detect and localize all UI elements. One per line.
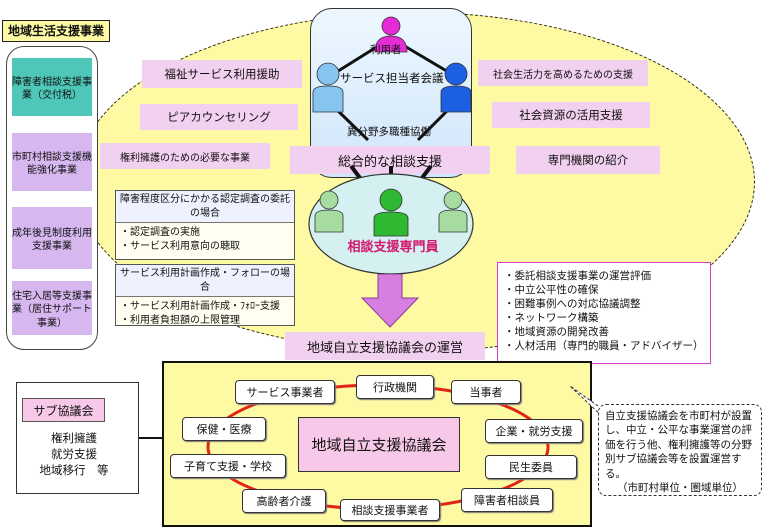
evaluation-item: 委託相談支援事業の運営評価 bbox=[504, 269, 704, 283]
side-item-consultation: 障害者相談支援事業（交付税） bbox=[12, 58, 92, 116]
council-callout: 自立支援協議会を市町村が設置し、中立・公平な事業運営の評価を行う他、権利擁護等の… bbox=[598, 404, 762, 496]
planning-note-header: サービス利用計画作成・フォローの場合 bbox=[116, 265, 294, 297]
side-item-housing: 住宅入居等支援事業（居住サポート事業） bbox=[12, 281, 92, 335]
down-arrow-icon bbox=[360, 274, 420, 328]
side-item-guardianship: 成年後見制度利用支援事業 bbox=[12, 207, 92, 269]
staff-person-icon-left bbox=[312, 62, 344, 113]
planning-note-item: ・サービス利用計画作成・ﾌｫﾛｰ支援 bbox=[120, 301, 280, 312]
node-elderly-care: 高齢者介護 bbox=[242, 489, 326, 513]
sub-council-connector bbox=[139, 437, 163, 439]
node-employment-support: 企業・就労支援 bbox=[485, 419, 583, 443]
specialist-diagram bbox=[308, 164, 474, 275]
user-person-icon bbox=[374, 16, 408, 53]
callout-text: 自立支援協議会を市町村が設置し、中立・公平な事業運営の評価を行う他、権利擁護等の… bbox=[605, 410, 752, 480]
specialist-person-icon-right bbox=[438, 190, 468, 233]
cooperation-label: 異分野多職種協働 bbox=[347, 126, 431, 138]
callout-pointer bbox=[569, 385, 605, 419]
specialist-person-icon-center bbox=[373, 188, 409, 237]
pill-peer-counseling: ピアカウンセリング bbox=[140, 104, 298, 130]
node-consultation-providers: 相談支援事業者 bbox=[340, 499, 440, 521]
evaluation-list: 委託相談支援事業の運営評価 中立公平性の確保 困難事例への対応協議調整 ネットワ… bbox=[497, 262, 711, 364]
sub-council-item: 権利擁護 bbox=[51, 431, 97, 445]
meeting-diagram bbox=[312, 16, 472, 142]
node-welfare-commissioner: 民生委員 bbox=[485, 455, 577, 479]
evaluation-item: 地域資源の開発改善 bbox=[504, 325, 704, 339]
pill-welfare-service: 福祉サービス利用援助 bbox=[142, 60, 302, 88]
planning-note: サービス利用計画作成・フォローの場合 ・サービス利用計画作成・ﾌｫﾛｰ支援 ・利… bbox=[115, 264, 295, 326]
sub-council-item: 地域移行 等 bbox=[39, 463, 109, 478]
user-label: 利用者 bbox=[370, 44, 402, 56]
sub-council-title: サブ協議会 bbox=[22, 398, 105, 422]
callout-foot: （市町村単位・圏域単位） bbox=[617, 482, 743, 495]
node-disability-counselor: 障害者相談員 bbox=[461, 488, 553, 512]
planning-note-item: ・利用者負担額の上限管理 bbox=[120, 314, 240, 326]
council-center: 地域自立支援協議会 bbox=[298, 417, 460, 472]
pill-social-resources: 社会資源の活用支援 bbox=[492, 102, 650, 128]
sub-council-items: 権利擁護 就労支援 地域移行 等 bbox=[24, 430, 124, 478]
meeting-label: サービス担当者会議 bbox=[340, 71, 444, 85]
council-operation-label: 地域自立支援協議会の運営 bbox=[285, 332, 485, 360]
specialist-person-icon-left bbox=[314, 190, 344, 233]
certification-note: 障害程度区分にかかる認定調査の委託の場合 ・認定調査の実施 ・サービス利用意向の… bbox=[115, 190, 295, 260]
certification-note-item: ・サービス利用意向の聴取 bbox=[120, 240, 240, 252]
evaluation-item: 人材活用（専門的職員・アドバイザー） bbox=[504, 339, 704, 353]
node-service-providers: サービス事業者 bbox=[235, 380, 335, 404]
specialist-label: 相談支援専門員 bbox=[347, 240, 439, 255]
staff-person-icon-right bbox=[440, 62, 472, 113]
evaluation-item: ネットワーク構築 bbox=[504, 311, 704, 325]
node-childcare-school: 子育て支援・学校 bbox=[170, 454, 286, 478]
node-administration: 行政機関 bbox=[356, 375, 434, 399]
sub-council-item: 就労支援 bbox=[51, 447, 97, 462]
pill-comprehensive: 総合的な相談支援 bbox=[290, 146, 490, 174]
side-item-municipal: 市町村相談支援機能強化事業 bbox=[12, 133, 92, 191]
node-persons-concerned: 当事者 bbox=[451, 380, 521, 404]
side-panel-title: 地域生活支援事業 bbox=[2, 20, 110, 42]
pill-social-life: 社会生活力を高めるための支援 bbox=[478, 60, 648, 86]
pill-rights-protection: 権利擁護のための必要な事業 bbox=[100, 143, 270, 169]
certification-note-header: 障害程度区分にかかる認定調査の委託の場合 bbox=[116, 191, 294, 223]
node-health-medical: 保健・医療 bbox=[182, 417, 266, 441]
certification-note-item: ・認定調査の実施 bbox=[120, 227, 200, 238]
evaluation-item: 中立公平性の確保 bbox=[504, 283, 704, 297]
pill-specialist-intro: 専門機関の紹介 bbox=[516, 146, 660, 174]
evaluation-item: 困難事例への対応協議調整 bbox=[504, 297, 704, 311]
